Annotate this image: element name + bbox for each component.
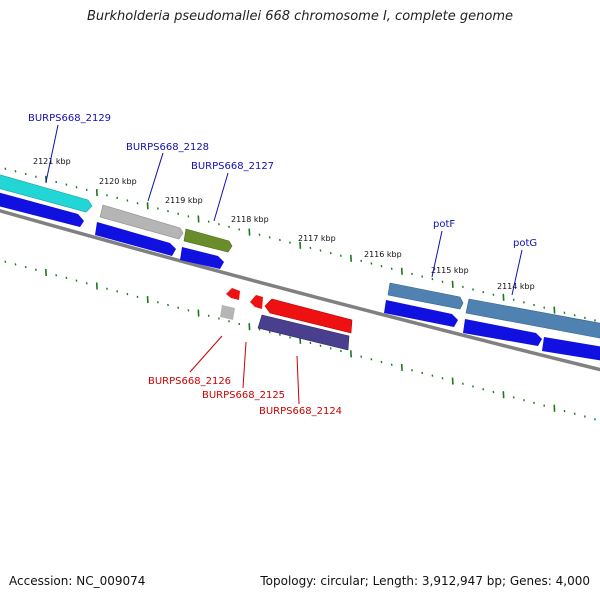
gene-label-burps668-2129[interactable]: BURPS668_2129 [28, 113, 111, 124]
gene-gray-small[interactable] [220, 305, 235, 320]
accession-text: Accession: NC_009074 [9, 574, 146, 588]
kbp-label: 2118 kbp [231, 215, 269, 224]
gene-potg[interactable] [465, 298, 600, 340]
kbp-label: 2115 kbp [431, 266, 469, 275]
kbp-label: 2119 kbp [165, 196, 203, 205]
gene-label-burps668-2124[interactable]: BURPS668_2124 [259, 406, 342, 417]
label-connector [189, 335, 223, 373]
label-connector [431, 230, 443, 278]
kbp-label: 2117 kbp [298, 234, 336, 243]
label-connector [511, 249, 523, 296]
gene-burps668-2125[interactable] [250, 295, 263, 309]
gene-burps668-2126[interactable] [226, 288, 240, 300]
gene-potf[interactable] [387, 282, 464, 310]
gene-burps668-2128[interactable] [99, 204, 184, 240]
gene-burps668-2124[interactable] [264, 298, 353, 334]
outer-tick-ring [4, 167, 596, 322]
cds-arrow[interactable] [384, 300, 458, 327]
cds-arrow[interactable] [180, 247, 224, 269]
gene-label-burps668-2128[interactable]: BURPS668_2128 [126, 142, 209, 153]
kbp-label: 2114 kbp [497, 282, 535, 291]
kbp-label: 2116 kbp [364, 250, 402, 259]
inner-tick-ring [4, 260, 596, 421]
gene-label-burps668-2125[interactable]: BURPS668_2125 [202, 390, 285, 401]
gene-purple[interactable] [257, 314, 350, 351]
cds-arrow[interactable] [463, 319, 542, 346]
gene-burps668-2127[interactable] [183, 228, 233, 253]
cds-arrow[interactable] [95, 222, 176, 256]
map-title: Burkholderia pseudomallei 668 chromosome… [86, 9, 514, 24]
gene-label-potf[interactable]: potF [433, 219, 455, 230]
genome-stats-text: Topology: circular; Length: 3,912,947 bp… [260, 574, 590, 588]
gene-label-potg[interactable]: potG [513, 238, 537, 249]
kbp-label: 2120 kbp [99, 177, 137, 186]
gene-label-burps668-2126[interactable]: BURPS668_2126 [148, 376, 231, 387]
chromosome-backbone [0, 209, 600, 372]
cds-arrow[interactable] [0, 190, 84, 227]
label-connector [296, 355, 300, 405]
kbp-label: 2121 kbp [33, 157, 71, 166]
label-connector [147, 152, 164, 202]
gene-burps668-2129[interactable] [0, 172, 93, 213]
gene-label-burps668-2127[interactable]: BURPS668_2127 [191, 161, 274, 172]
label-connector [45, 124, 59, 183]
cds-arrow[interactable] [542, 337, 600, 362]
label-connector [242, 341, 247, 389]
label-connector [213, 172, 229, 222]
